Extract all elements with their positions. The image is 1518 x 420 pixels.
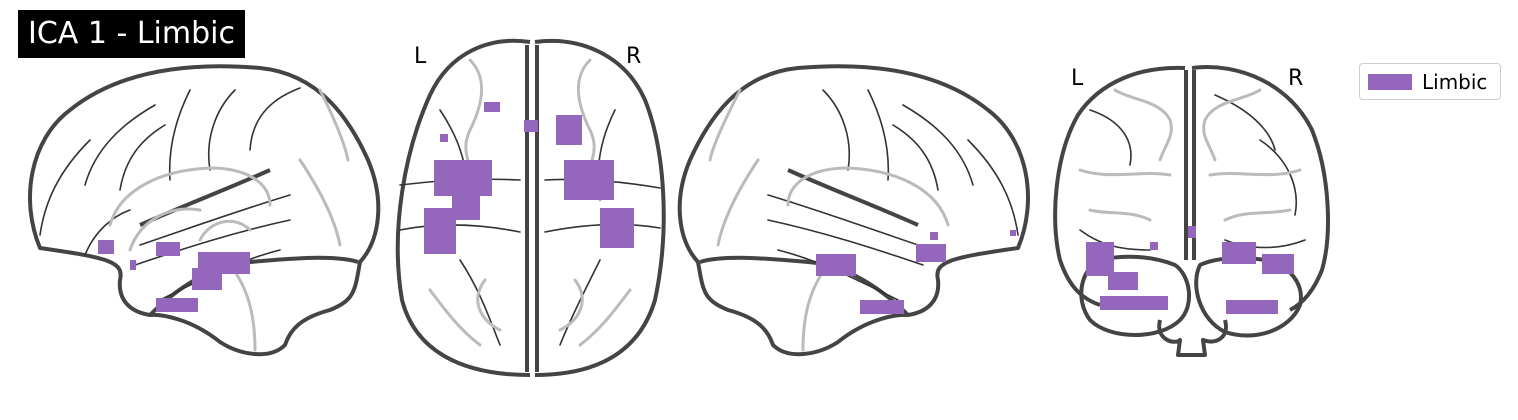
- sagittal-left-view: [28, 64, 381, 357]
- axial-right-hemisphere: [534, 39, 666, 377]
- coronal-blob-right-lateral: [1262, 254, 1294, 274]
- sagittal-left-blob-inferior: [156, 298, 198, 312]
- coronal-right-hemisphere: [1191, 65, 1330, 312]
- coronal-left-cerebellum: [1079, 254, 1192, 337]
- axial-left-label: L: [414, 44, 427, 69]
- axial-blob-left-anterior: [484, 102, 500, 112]
- coronal-blob-left-temporal: [1086, 242, 1114, 276]
- coronal-brainstem: [1157, 319, 1228, 357]
- coronal-left-label: L: [1071, 66, 1084, 91]
- coronal-blob-midline: [1188, 226, 1196, 238]
- axial-left-hemisphere: [395, 38, 531, 377]
- axial-blob-left-posterior: [424, 208, 456, 254]
- sagittal-right-blob-tip: [1010, 230, 1016, 236]
- coronal-blob-small: [1150, 242, 1158, 250]
- sagittal-left-blob-insula: [156, 242, 180, 256]
- sagittal-left-blob-frontal: [98, 240, 114, 254]
- sagittal-right-blob-small: [930, 232, 938, 240]
- axial-blob-right-central: [564, 160, 614, 200]
- sagittal-right-blob-frontal: [916, 244, 946, 262]
- coronal-blob-left-cerebellum: [1100, 296, 1168, 310]
- coronal-blob-right-cerebellum: [1226, 300, 1278, 314]
- legend-swatch: [1368, 73, 1412, 90]
- coronal-right-label: R: [1288, 66, 1304, 91]
- axial-blob-midline: [524, 120, 538, 132]
- figure-title: ICA 1 - Limbic: [18, 10, 245, 58]
- sagittal-left-outline: [28, 64, 381, 357]
- coronal-blob-right-temporal: [1222, 242, 1256, 264]
- coronal-left-hemisphere: [1053, 65, 1186, 307]
- axial-blob-right-posterior: [600, 208, 634, 248]
- sagittal-left-blob-small: [130, 260, 136, 270]
- sagittal-right-outline: [677, 64, 1030, 357]
- sagittal-right-sylvian: [787, 168, 919, 227]
- axial-right-label: R: [626, 44, 642, 69]
- coronal-blob-left-lower: [1108, 272, 1138, 290]
- sagittal-right-blob-temporal: [816, 254, 856, 276]
- sagittal-left-blob-temporal-2: [192, 268, 222, 290]
- sagittal-right-blob-inferior: [860, 300, 904, 314]
- legend: Limbic: [1359, 63, 1501, 100]
- coronal-view: [1053, 65, 1330, 357]
- axial-blob-left-central-2: [452, 190, 480, 220]
- axial-blob-left-small: [440, 134, 448, 142]
- axial-blob-right-anterior: [556, 115, 582, 145]
- legend-label: Limbic: [1422, 69, 1488, 94]
- sagittal-right-view: [677, 64, 1030, 357]
- axial-view: [395, 38, 666, 377]
